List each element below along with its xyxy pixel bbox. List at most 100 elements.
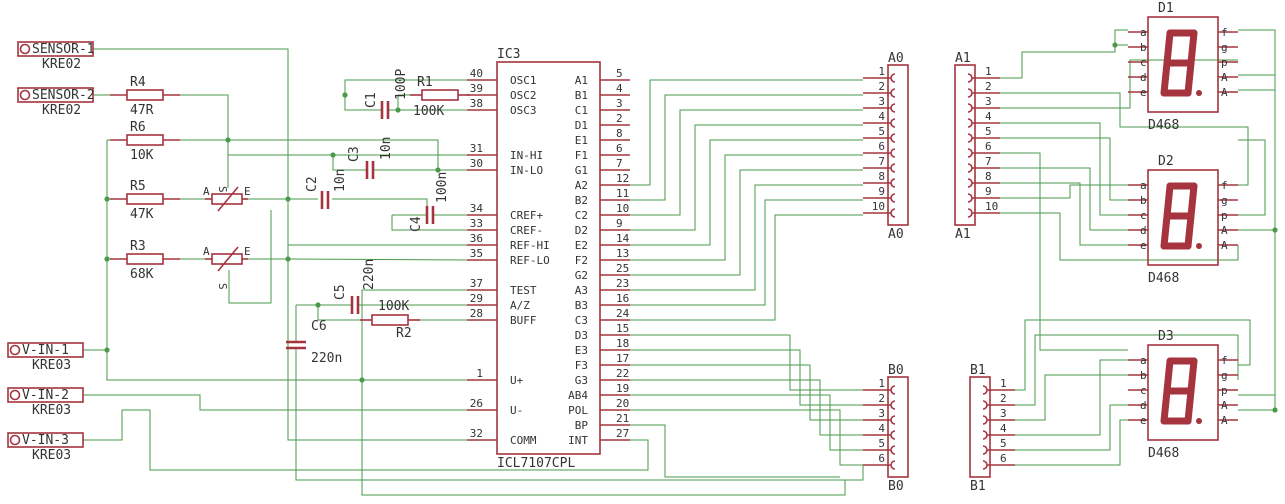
junction-dot [1272,227,1278,233]
header-pin-icon [890,103,896,113]
header-pin-icon [890,445,896,455]
ic-pin-number: 39 [470,82,483,95]
capacitor-name: C6 [311,319,327,334]
wire [630,424,840,478]
header-pin-number: 9 [878,185,885,198]
resistor-value: 47K [130,207,154,222]
ic-pin-label: D1 [575,119,588,132]
trimmer-pin-s: S [216,186,229,193]
header-pin-number: 4 [878,422,885,435]
ic-pin-number: 26 [470,397,483,410]
display-pin-label: g [1221,41,1228,54]
ic-pin-label: C2 [575,209,588,222]
header-pin-icon [890,415,896,425]
connector-value: KRE03 [32,358,71,373]
ic-pin-label: REF-LO [510,254,550,267]
display-segment [1160,387,1171,425]
header-pin-icon [890,73,896,83]
header-pin-number: 6 [985,140,992,153]
wire [1000,152,1128,351]
junction-dot [104,196,110,202]
header-pin-icon [967,208,973,218]
ic-pin-label: A3 [575,284,588,297]
wire [630,139,863,246]
ic-pin-label: B1 [575,89,588,102]
ic-pin-label: F2 [575,254,588,267]
junction-dot [359,377,365,383]
wire [1000,182,1128,246]
connector-value: KRE03 [32,403,71,418]
header-pin-number: 4 [878,110,885,123]
header-pin-number: 5 [878,437,885,450]
wire [317,305,360,321]
header-pin-number: 3 [878,407,885,420]
header-pin-icon [982,445,988,455]
wire [1000,59,1238,109]
header-pin-number: 6 [878,452,885,465]
ic-part: ICL7107CPL [497,456,575,471]
header-pin-number: 1 [878,377,885,390]
header-name: A1 [955,51,971,66]
header-pin-icon [890,88,896,98]
header-pin-icon [967,133,973,143]
header-pin-icon [982,460,988,470]
display-dot [1196,90,1202,96]
ic-pin-label: CREF+ [510,209,543,222]
capacitor-name: C4 [409,216,424,232]
ic-pin-label: U+ [510,374,524,387]
junction-dot [315,302,321,308]
display-part: D468 [1148,118,1179,133]
display-pin-label: c [1140,56,1147,69]
wire [630,109,863,216]
header-name: A1 [955,227,971,242]
display-pin-label: A [1221,86,1228,99]
connector-3 [7,342,84,358]
display-pin-label: a [1140,354,1147,367]
connector-pin-icon [9,434,21,446]
header-pin-icon [982,430,988,440]
wire [332,155,367,171]
wire [630,334,863,391]
ic-pin-label: D3 [575,329,588,342]
ic-pin-number: 36 [470,232,483,245]
ic-pin-label: E3 [575,344,588,357]
header-A1 [954,64,976,226]
header-pin-number: 5 [985,125,992,138]
wire [1000,212,1239,261]
ic-pin-number: 38 [470,97,483,110]
capacitor-value: 100n [435,172,450,203]
wire [1238,29,1276,410]
ic-pin-number: 30 [470,157,483,170]
ic-pin-number: 19 [616,382,629,395]
resistor-name: R4 [130,75,146,90]
connector-pin-icon [9,344,21,356]
ic-pin-label: OSC2 [510,89,537,102]
trimmer-arrow [217,246,239,272]
ic-pin-label: A/Z [510,299,530,312]
resistor-r5 [126,193,164,205]
ic-pin-number: 14 [616,232,630,245]
trimmer-pin-a: A [203,185,210,198]
ic-pin-label: B3 [575,299,588,312]
display-pin-label: g [1221,194,1228,207]
capacitor-value: 10n [333,169,348,192]
wire [630,379,863,436]
wire [1000,184,1128,199]
junction-dot [435,167,441,173]
ic-pin-number: 35 [470,247,483,260]
resistor-value: 47R [130,103,154,118]
ic-pin-label: D2 [575,224,588,237]
display-pin-label: c [1140,384,1147,397]
display-pin-label: g [1221,369,1228,382]
ic-pin-label: A2 [575,179,588,192]
ic-pin-number: 18 [616,337,629,350]
header-pin-number: 7 [878,155,885,168]
wire [388,94,410,111]
ic-pin-label: IN-LO [510,164,543,177]
wire [228,210,272,304]
wire [83,409,649,471]
display-pin-label: A [1221,399,1228,412]
display-pin-label: e [1140,86,1147,99]
display-segment [1184,212,1195,250]
header-pin-number: 9 [985,185,992,198]
